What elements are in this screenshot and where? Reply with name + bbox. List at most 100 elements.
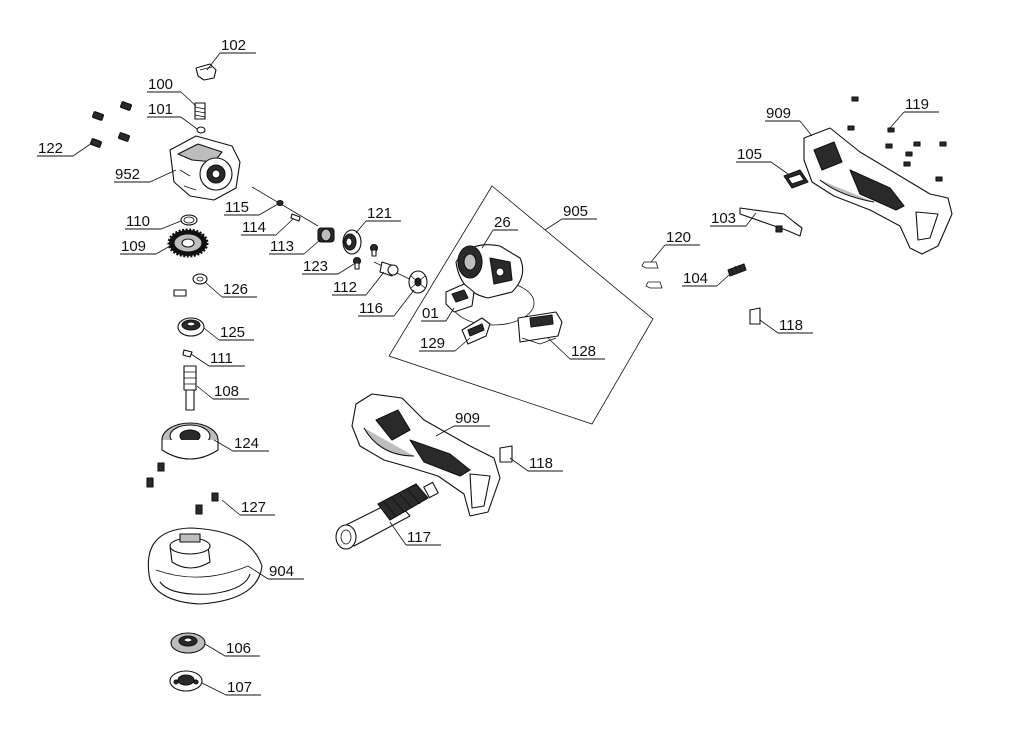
- part-114-key: [290, 213, 301, 222]
- callout-905: 905: [544, 203, 597, 231]
- label-117: 117: [407, 529, 431, 546]
- part-118-plate-upper: [749, 307, 761, 325]
- part-111-key: [182, 349, 193, 358]
- label-124: 124: [234, 435, 259, 452]
- callout-107: 107: [201, 679, 261, 696]
- callout-128: 128: [547, 337, 605, 360]
- label-129: 129: [420, 335, 445, 352]
- callout-117: 117: [389, 521, 441, 546]
- label-113: 113: [270, 238, 294, 255]
- label-118-lower: 118: [529, 455, 553, 472]
- part-100-spring: [194, 102, 206, 120]
- part-105-switch: [783, 169, 809, 189]
- part-127-screws: [146, 462, 219, 515]
- label-120: 120: [666, 229, 691, 246]
- part-125-bearing: [177, 317, 205, 337]
- part-110-circlip: [180, 214, 198, 226]
- label-104: 104: [683, 270, 708, 287]
- callout-116: 116: [358, 289, 415, 317]
- callout-126: 126: [204, 281, 257, 298]
- label-105: 105: [737, 146, 762, 163]
- callout-904: 904: [247, 563, 304, 580]
- part-112-shaft: [373, 261, 425, 287]
- label-115: 115: [225, 199, 249, 216]
- callout-115: 115: [224, 199, 279, 216]
- callout-111: 111: [190, 350, 245, 367]
- label-106: 106: [226, 640, 251, 657]
- callout-909-lower: 909: [435, 410, 490, 437]
- label-109: 109: [121, 238, 146, 255]
- label-102: 102: [221, 37, 246, 54]
- label-101: 101: [148, 101, 173, 118]
- label-108: 108: [214, 383, 239, 400]
- label-125: 125: [220, 324, 245, 341]
- label-126: 126: [223, 281, 248, 298]
- part-106-flange: [170, 632, 206, 654]
- label-909-upper: 909: [766, 105, 791, 122]
- label-123: 123: [303, 258, 328, 275]
- callout-105: 105: [736, 146, 789, 175]
- part-101-ring: [196, 126, 206, 134]
- callout-110: 110: [125, 213, 182, 230]
- label-122: 122: [38, 140, 63, 157]
- part-113-pinion: [317, 227, 335, 243]
- callout-124: 124: [213, 435, 269, 452]
- part-116-fan: [408, 270, 428, 294]
- callout-952: 952: [114, 166, 177, 183]
- part-120-clips: [641, 261, 663, 289]
- callout-909-upper: 909: [765, 105, 813, 137]
- label-103: 103: [711, 210, 736, 227]
- label-111: 111: [210, 350, 233, 367]
- label-118-upper: 118: [779, 317, 803, 334]
- callout-100: 100: [147, 76, 197, 107]
- part-115-pin: [251, 186, 319, 227]
- label-128: 128: [571, 343, 596, 360]
- callout-118-upper: 118: [759, 317, 813, 334]
- label-909-lower: 909: [455, 410, 480, 427]
- part-129-terminal: [461, 317, 491, 345]
- callout-102: 102: [206, 37, 256, 71]
- callout-26: 26: [481, 214, 518, 249]
- part-123-screws: [352, 243, 379, 270]
- label-110: 110: [126, 213, 150, 230]
- label-905: 905: [563, 203, 588, 220]
- callout-103: 103: [710, 210, 757, 227]
- part-109-bevel-gear: [167, 228, 209, 258]
- label-01: 01: [422, 305, 439, 322]
- label-904: 904: [269, 563, 294, 580]
- part-108-spindle: [183, 365, 197, 411]
- label-952: 952: [115, 166, 140, 183]
- callout-127: 127: [221, 499, 275, 516]
- part-121-bearing: [342, 229, 362, 255]
- callout-104: 104: [682, 270, 731, 287]
- callout-108: 108: [196, 383, 249, 400]
- part-909-lower-housing: [351, 393, 501, 517]
- part-26-motor: [451, 244, 535, 326]
- part-119-screws: [847, 96, 947, 182]
- callout-121: 121: [355, 205, 401, 234]
- part-905-motor-group-frame: [388, 185, 654, 425]
- callout-120: 120: [650, 229, 700, 263]
- label-116: 116: [359, 300, 383, 317]
- label-119: 119: [905, 96, 929, 113]
- label-112: 112: [333, 279, 357, 296]
- part-124-bearing-flange: [161, 422, 219, 460]
- label-127: 127: [241, 499, 266, 516]
- part-102-clip: [195, 63, 217, 81]
- part-128-electronics: [517, 311, 563, 345]
- part-107-nut: [169, 670, 203, 692]
- part-952-gear-housing: [169, 135, 241, 201]
- callout-123: 123: [302, 258, 355, 275]
- part-904-guard: [147, 527, 263, 605]
- callout-101: 101: [147, 101, 198, 130]
- callout-118-lower: 118: [509, 455, 563, 472]
- part-909-upper-housing: [803, 127, 953, 255]
- callout-129: 129: [419, 335, 471, 352]
- part-118-plate-lower: [499, 445, 513, 463]
- callout-119: 119: [889, 96, 939, 129]
- callout-112: 112: [332, 271, 385, 296]
- callout-125: 125: [203, 324, 254, 341]
- label-26: 26: [494, 214, 511, 231]
- callout-01: 01: [421, 305, 455, 322]
